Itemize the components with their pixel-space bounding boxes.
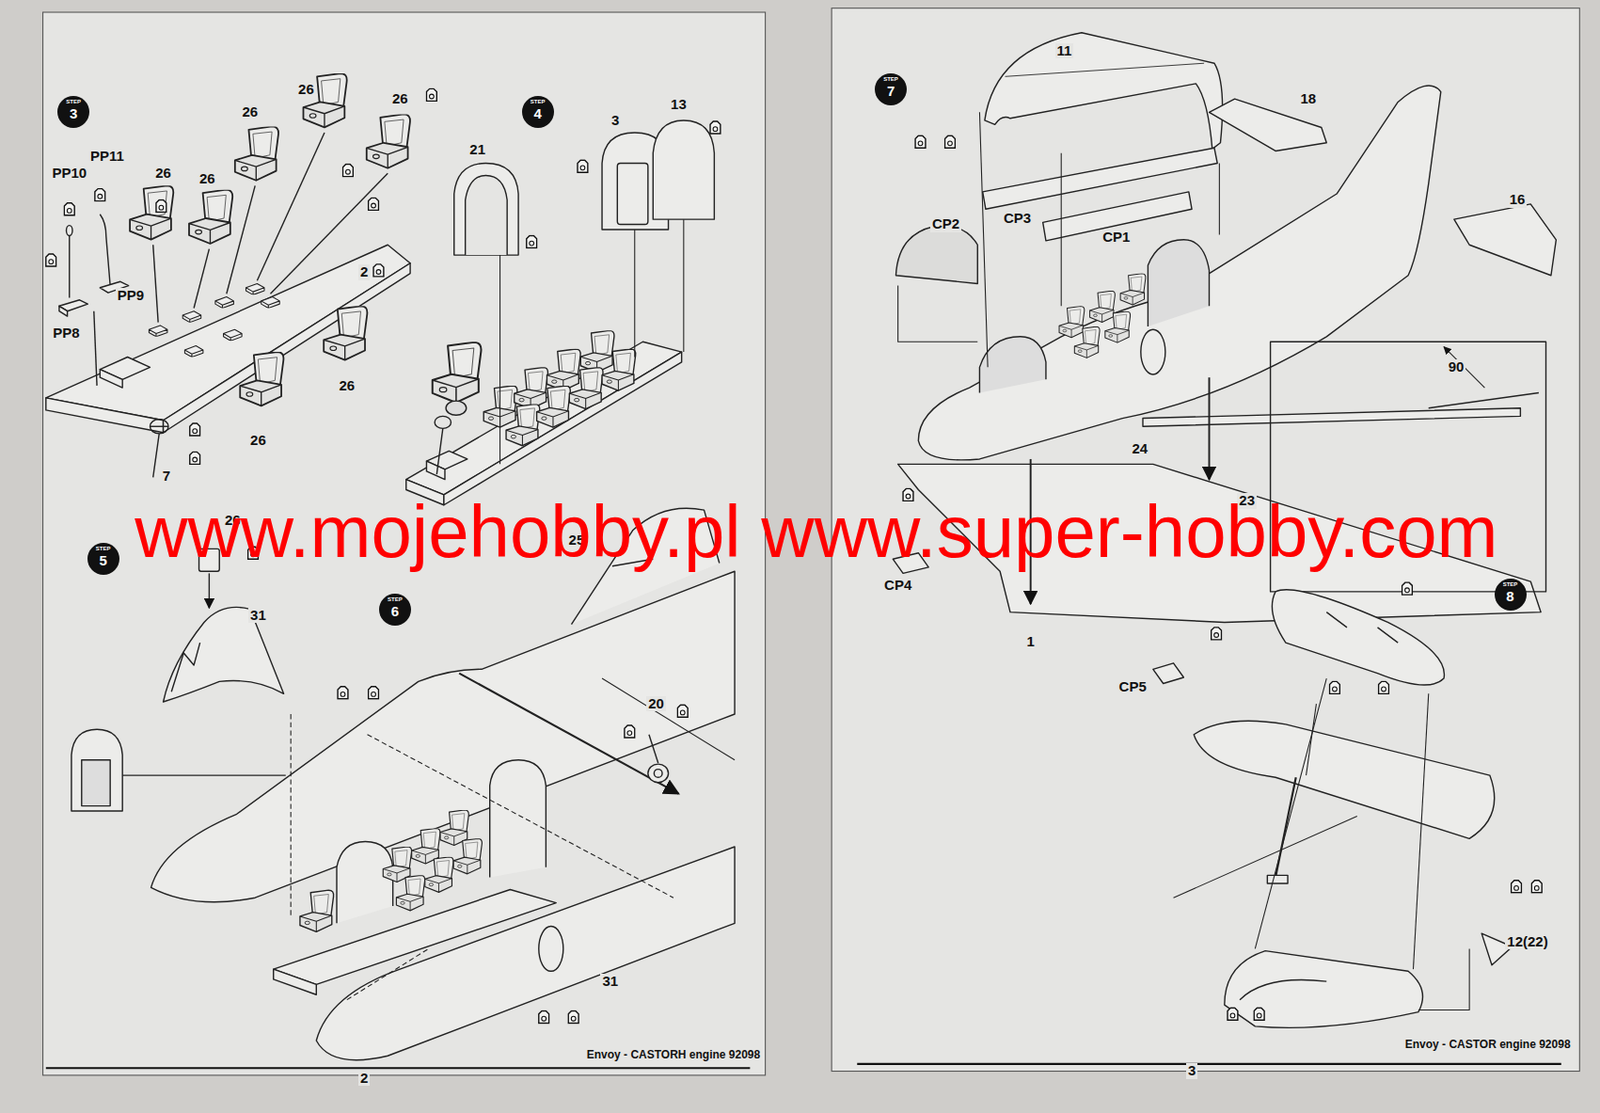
step-word: STEP bbox=[874, 73, 907, 83]
step-number: 3 bbox=[57, 105, 90, 122]
part-number: 26 bbox=[296, 81, 317, 98]
part-number: 18 bbox=[1298, 91, 1318, 108]
part-number: PP8 bbox=[50, 325, 81, 342]
part-number: CP5 bbox=[1117, 679, 1149, 696]
part-number: 26 bbox=[153, 165, 174, 182]
step-word: STEP bbox=[522, 95, 555, 106]
part-number: 16 bbox=[1507, 191, 1528, 208]
part-number: 7 bbox=[160, 468, 173, 485]
part-number: 3 bbox=[609, 112, 621, 129]
part-number: CP2 bbox=[930, 216, 962, 233]
page-number: 2 bbox=[358, 1070, 370, 1087]
part-number: 1 bbox=[1024, 633, 1036, 650]
step-word: STEP bbox=[1494, 578, 1527, 588]
part-number: CP3 bbox=[1001, 210, 1033, 227]
part-number: 26 bbox=[239, 104, 260, 121]
page-number: 3 bbox=[1186, 1062, 1198, 1079]
step-marker: STEP3 bbox=[57, 95, 90, 128]
step-marker: STEP5 bbox=[87, 542, 120, 575]
part-number: 26 bbox=[248, 432, 269, 449]
step-word: STEP bbox=[379, 593, 412, 603]
step-number: 6 bbox=[379, 602, 412, 619]
footer-text: Envoy - CASTOR engine 92098 bbox=[1403, 1038, 1573, 1051]
part-number: 90 bbox=[1446, 359, 1467, 376]
step-word: STEP bbox=[87, 542, 120, 553]
part-number: PP11 bbox=[88, 148, 127, 165]
part-number: CP4 bbox=[882, 577, 914, 594]
step-word: STEP bbox=[57, 95, 90, 106]
part-number: 24 bbox=[1129, 441, 1150, 458]
part-number: PP10 bbox=[49, 165, 89, 182]
part-number: 21 bbox=[467, 142, 488, 159]
part-number: PP9 bbox=[115, 287, 146, 304]
part-number: 31 bbox=[600, 973, 620, 990]
step-marker: STEP4 bbox=[522, 95, 555, 128]
step-number: 7 bbox=[874, 82, 907, 99]
part-number: 12(22) bbox=[1504, 934, 1550, 951]
step-number: 5 bbox=[87, 552, 120, 569]
part-number: 11 bbox=[1055, 43, 1075, 60]
footer-text: Envoy - CASTORH engine 92098 bbox=[585, 1048, 763, 1062]
step-marker: STEP6 bbox=[379, 593, 412, 626]
step-number: 8 bbox=[1494, 587, 1527, 604]
step-marker: STEP7 bbox=[874, 73, 907, 106]
part-number: 26 bbox=[390, 91, 411, 108]
part-number: 26 bbox=[336, 378, 357, 395]
part-number: CP1 bbox=[1100, 229, 1132, 246]
part-number: 2 bbox=[358, 264, 370, 281]
watermark: www.mojehobby.pl www.super-hobby.com bbox=[134, 491, 1498, 573]
part-number: 31 bbox=[248, 607, 269, 624]
step-marker: STEP8 bbox=[1494, 578, 1527, 611]
part-number: 26 bbox=[197, 171, 218, 188]
part-number: 13 bbox=[668, 96, 689, 113]
part-number: 20 bbox=[646, 696, 666, 713]
step-number: 4 bbox=[522, 105, 555, 122]
